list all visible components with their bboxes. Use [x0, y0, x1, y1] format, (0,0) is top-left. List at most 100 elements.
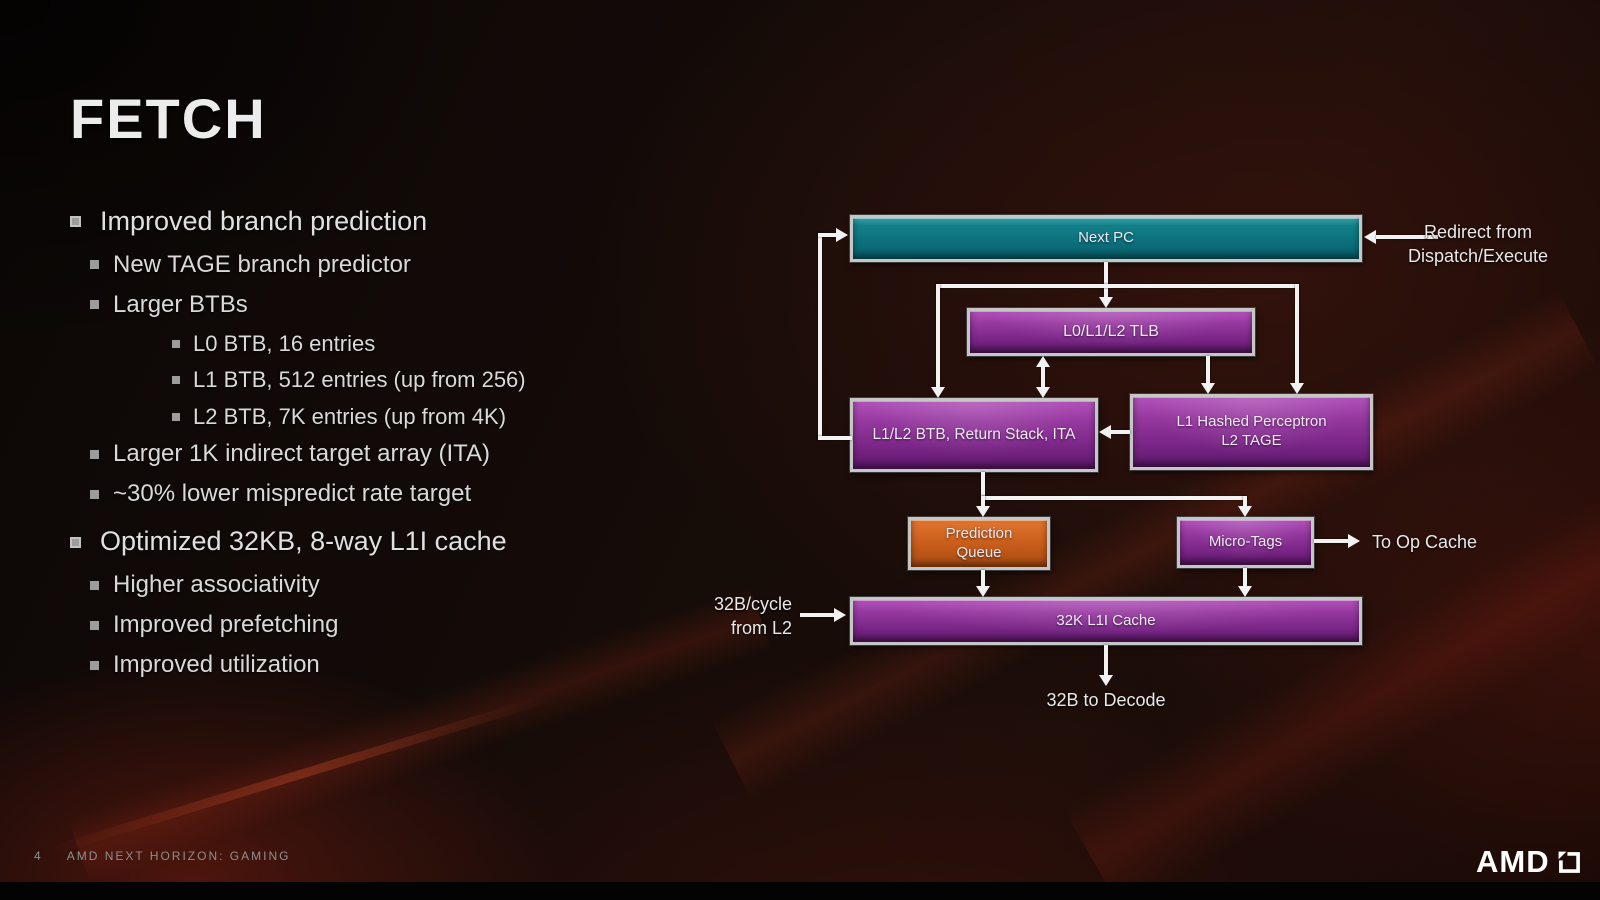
- box-label-line1: Prediction: [945, 524, 1013, 542]
- bullet-square-icon: [172, 376, 180, 384]
- page-title: FETCH: [70, 87, 267, 150]
- box-label: Micro-Tags: [1208, 533, 1283, 551]
- connector-split-left: [981, 496, 985, 508]
- bullet-item: L1 BTB, 512 entries (up from 256): [172, 366, 670, 394]
- bullet-item: Larger BTBs: [90, 290, 670, 320]
- bullet-text: ~30% lower mispredict rate target: [113, 480, 472, 508]
- label-to-decode: 32B to Decode: [1046, 690, 1166, 710]
- box-label: Next PC: [1078, 229, 1134, 247]
- bullet-square-icon: [172, 339, 180, 348]
- label-redirect-line2: Dispatch/Execute: [1407, 246, 1549, 266]
- connector-bracket: [936, 284, 1299, 288]
- bullet-item: New TAGE branch predictor: [90, 250, 670, 280]
- amd-wordmark: AMD: [1476, 844, 1550, 879]
- arrowhead-tlb-perceptron: [1201, 383, 1215, 394]
- connector-loop-top: [818, 233, 838, 237]
- label-from-l2-line1: 32B/cycle: [713, 594, 792, 614]
- connector-loop-bottom: [818, 436, 852, 440]
- arrowhead-mt-cache: [1238, 586, 1252, 597]
- bullet-square-icon: [90, 620, 99, 630]
- bullet-text: Improved prefetching: [113, 611, 339, 638]
- bullet-text: L1 BTB, 512 entries (up from 256): [193, 367, 526, 393]
- box-label-line2: L2 TAGE: [1221, 432, 1282, 449]
- arrowhead-to-op-cache: [1348, 534, 1360, 548]
- arrowhead-into-perceptron: [1290, 383, 1304, 394]
- box-micro-tags: Micro-Tags: [1177, 517, 1314, 568]
- connector-cache-decode: [1104, 645, 1108, 677]
- bullet-text: L0 BTB, 16 entries: [193, 330, 376, 356]
- bullet-square-icon: [90, 449, 99, 459]
- connector-mt-opcache: [1314, 539, 1350, 543]
- bullet-text: Optimized 32KB, 8-way L1I cache: [100, 526, 507, 557]
- box-perceptron: L1 Hashed Perceptron L2 TAGE: [1130, 394, 1373, 470]
- connector-pq-cache: [981, 570, 985, 588]
- connector-perceptron-btb: [1110, 430, 1130, 434]
- bullet-item: Higher associativity: [90, 570, 670, 600]
- bullet-item: L2 BTB, 7K entries (up from 4K): [172, 403, 670, 431]
- bullet-item: Improved branch prediction: [70, 205, 670, 239]
- connector-tlb-btb: [1041, 364, 1045, 390]
- arrowhead-perceptron-btb: [1099, 425, 1111, 439]
- footer-label: AMD NEXT HORIZON: GAMING: [66, 849, 291, 863]
- connector-btb-down: [981, 472, 985, 500]
- bullet-square-icon: [90, 260, 99, 270]
- connector-split: [981, 496, 1247, 500]
- connector-mt-cache: [1243, 568, 1247, 588]
- bullet-text: Improved utilization: [113, 651, 320, 678]
- bullet-square-icon: [90, 489, 99, 499]
- box-label-line2: Queue: [956, 543, 1002, 561]
- box-next-pc: Next PC: [850, 215, 1362, 262]
- bullet-square-icon: [90, 580, 99, 590]
- arrowhead-from-l2: [834, 608, 846, 622]
- bullet-item: ~30% lower mispredict rate target: [90, 479, 670, 509]
- label-redirect: Redirect from Dispatch/Execute: [1398, 220, 1558, 268]
- box-tlb: L0/L1/L2 TLB: [967, 308, 1255, 356]
- bullet-item: Larger 1K indirect target array (ITA): [90, 439, 670, 469]
- bullet-text: Larger 1K indirect target array (ITA): [113, 440, 491, 468]
- arrowhead-into-prediction-queue: [976, 506, 990, 517]
- bullet-square-icon: [70, 536, 81, 548]
- page-number: 4: [34, 849, 41, 863]
- amd-arrow-icon: [1558, 851, 1580, 873]
- arrowhead-into-next-pc: [836, 228, 848, 242]
- box-label: L1/L2 BTB, Return Stack, ITA: [872, 426, 1076, 444]
- box-label: L0/L1/L2 TLB: [1063, 323, 1159, 340]
- arrowhead-cache-decode: [1099, 675, 1113, 686]
- arrowhead-pq-cache: [976, 586, 990, 597]
- amd-logo: AMD: [1476, 844, 1582, 880]
- bullet-item: Improved prefetching: [90, 610, 670, 640]
- bullet-text: L2 BTB, 7K entries (up from 4K): [193, 403, 507, 429]
- label-from-l2-line2: from L2: [730, 618, 792, 638]
- bullet-square-icon: [90, 660, 99, 670]
- connector-from-l2: [800, 613, 836, 617]
- connector-bracket-left: [936, 284, 940, 387]
- box-btb: L1/L2 BTB, Return Stack, ITA: [850, 398, 1098, 472]
- arrowhead-into-micro-tags: [1238, 506, 1252, 517]
- box-label-line1: L1 Hashed Perceptron: [1176, 413, 1327, 431]
- box-l1i-cache: 32K L1I Cache: [850, 597, 1362, 645]
- label-redirect-line1: Redirect from: [1423, 222, 1533, 242]
- arrowhead-into-tlb: [1099, 297, 1113, 308]
- bullet-text: Improved branch prediction: [100, 206, 428, 236]
- connector-loop-vertical: [818, 233, 822, 440]
- arrowhead-up-into-tlb: [1036, 356, 1050, 367]
- bullet-item: L0 BTB, 16 entries: [172, 330, 670, 358]
- connector-tlb-perceptron: [1206, 356, 1210, 384]
- bullet-text: Larger BTBs: [113, 290, 248, 318]
- bullet-square-icon: [172, 412, 180, 421]
- bullet-square-icon: [70, 216, 81, 228]
- footer: 4 AMD NEXT HORIZON: GAMING: [34, 849, 290, 863]
- bullet-text: New TAGE branch predictor: [113, 250, 411, 278]
- connector-bracket-right: [1295, 284, 1299, 383]
- label-from-l2: 32B/cycle from L2: [688, 592, 792, 640]
- bullet-square-icon: [90, 300, 99, 310]
- connector-split-right: [1243, 496, 1247, 508]
- label-to-op-cache: To Op Cache: [1372, 532, 1478, 552]
- arrowhead-redirect: [1364, 230, 1376, 244]
- box-prediction-queue: Prediction Queue: [908, 517, 1050, 570]
- connector-redirect: [1376, 235, 1438, 239]
- background-streak: [50, 694, 550, 855]
- arrowhead-into-btb: [931, 387, 945, 398]
